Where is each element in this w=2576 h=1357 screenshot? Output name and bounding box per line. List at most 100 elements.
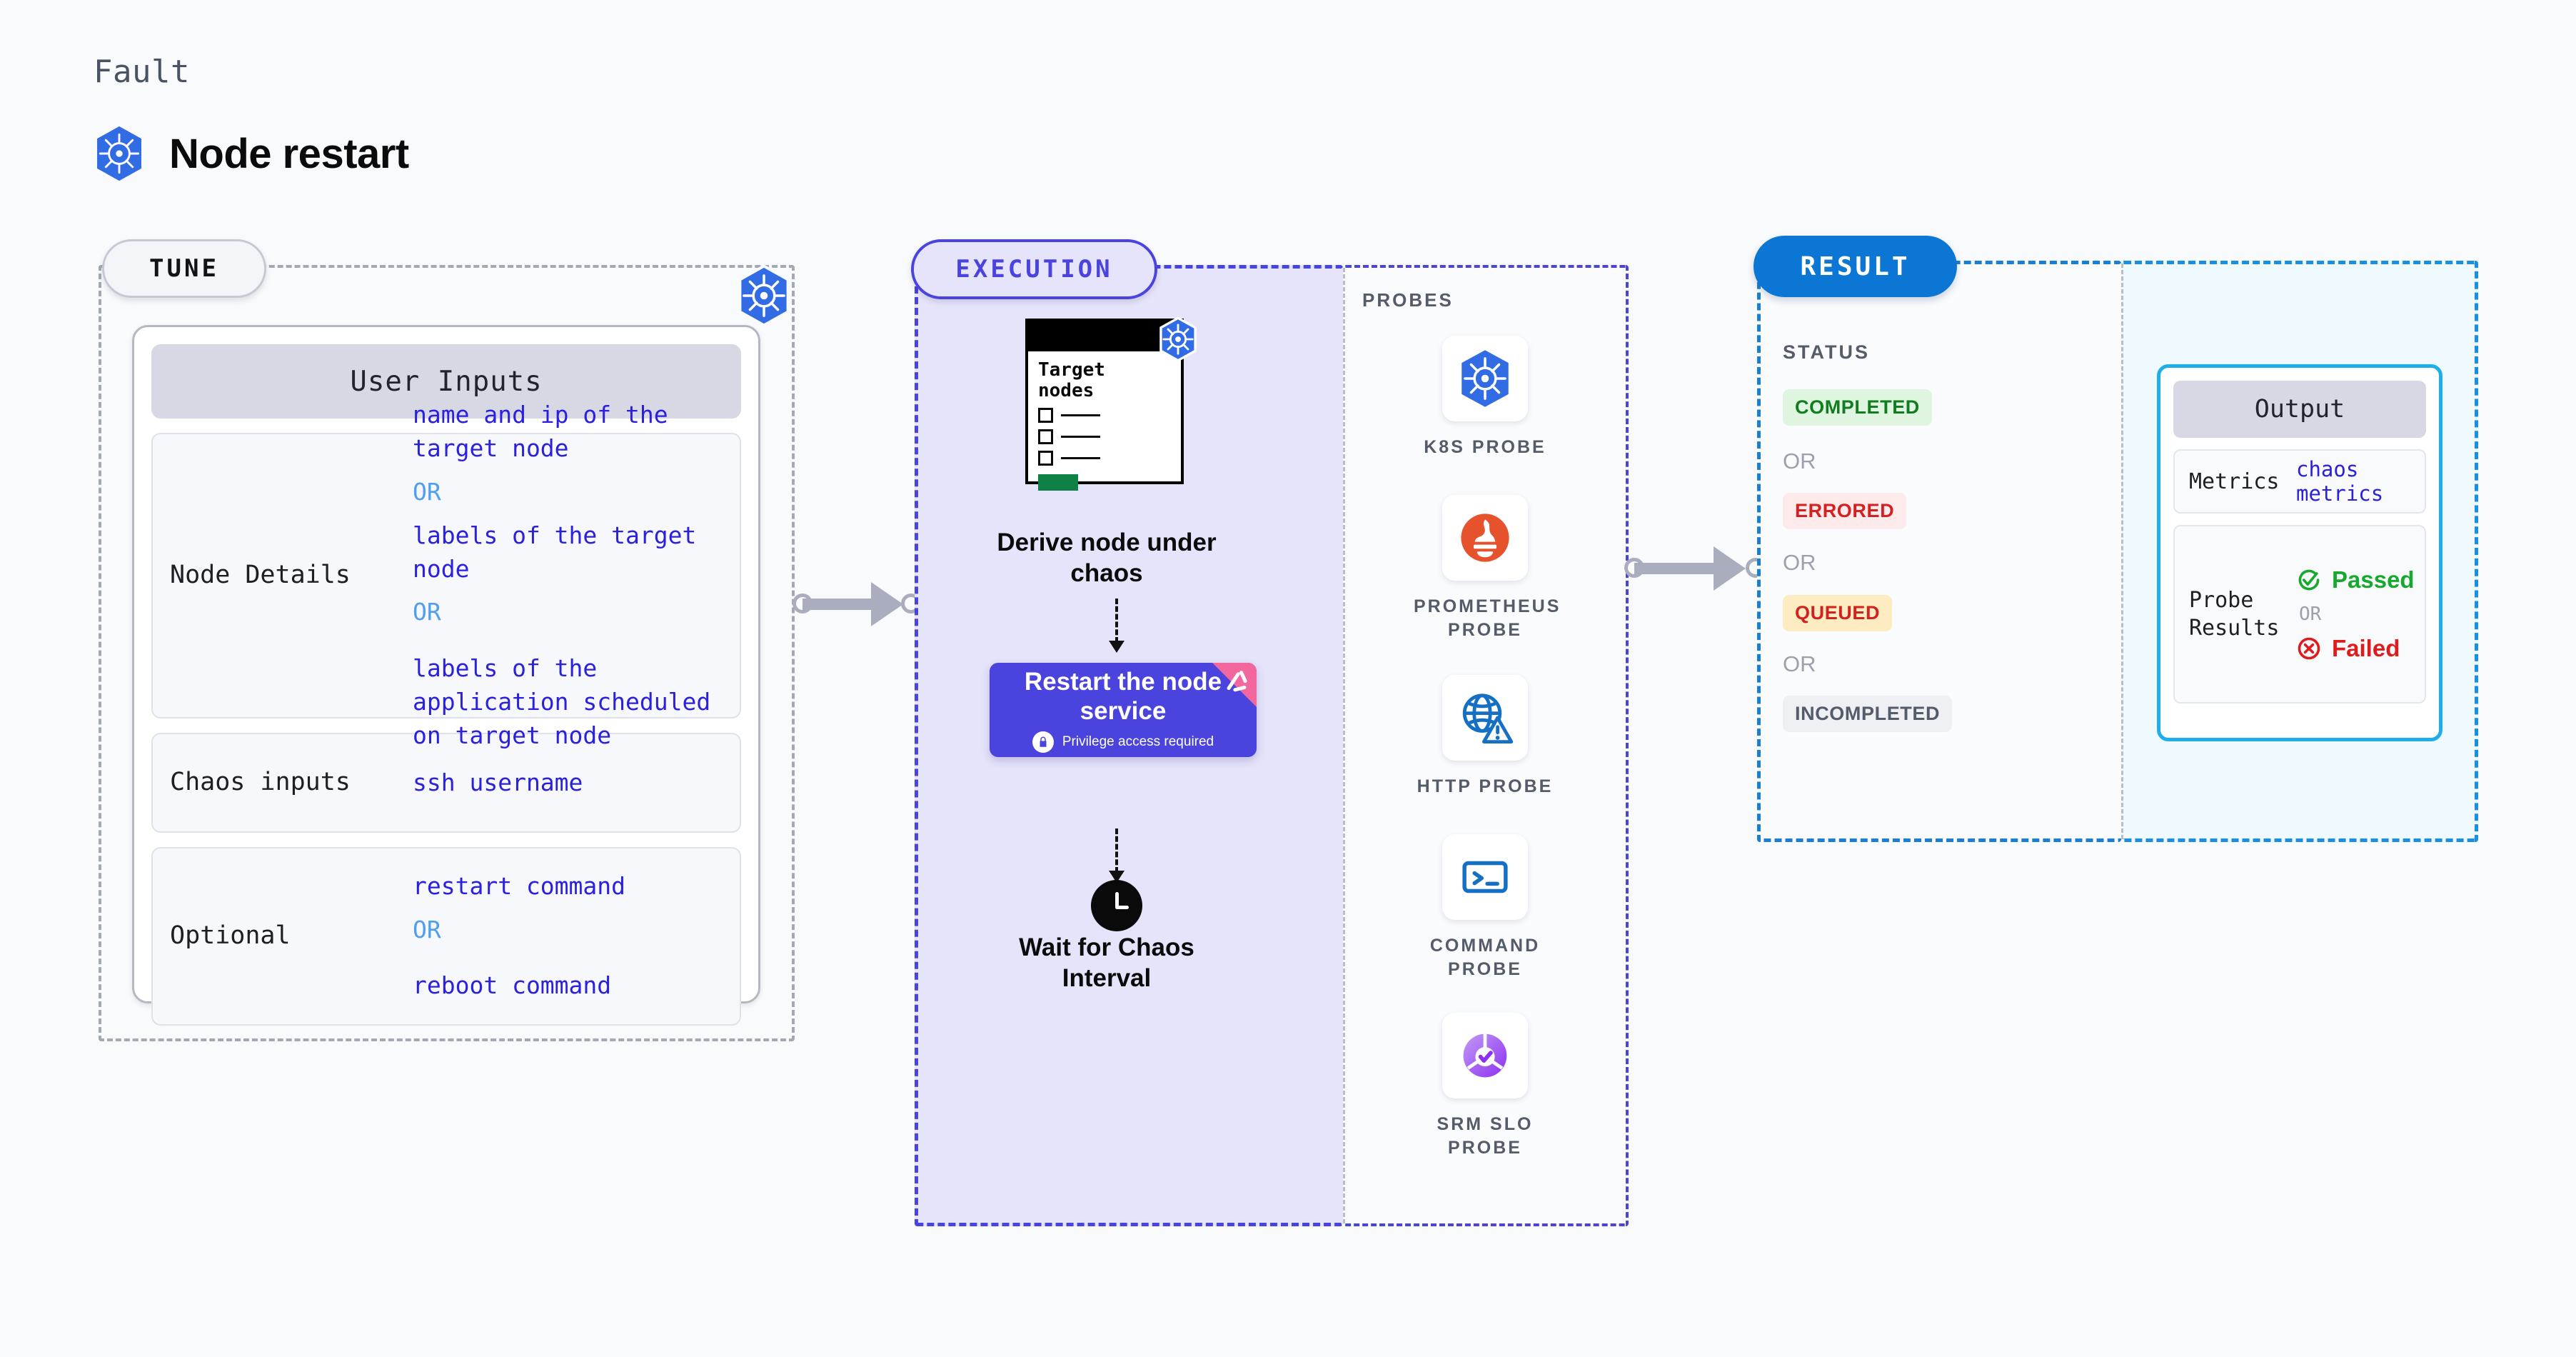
probe-label: PROMETHEUS PROBE: [1414, 596, 1561, 640]
or-label: OR: [413, 598, 441, 626]
row-label: Metrics: [2189, 469, 2280, 494]
node-details-value-1: name and ip of the target node: [413, 401, 668, 462]
tune-row-node-details: Node Details name and ip of the target n…: [151, 401, 741, 749]
probe-tile: [1442, 834, 1528, 920]
checkbox-icon: [1038, 408, 1053, 424]
row-values: restart command OR reboot command: [413, 870, 723, 1003]
clock-icon: [1091, 880, 1142, 931]
target-card-title-1: Target: [1038, 359, 1105, 381]
tune-row-chaos-inputs: Chaos inputs ssh username: [151, 733, 741, 833]
checkbox-row: [1038, 451, 1171, 466]
optional-value-1: restart command: [413, 871, 626, 900]
probe-command[interactable]: COMMAND PROBE: [1414, 834, 1556, 981]
row-values: name and ip of the target node OR labels…: [413, 399, 723, 753]
row-label: Chaos inputs: [170, 768, 351, 797]
probe-prometheus[interactable]: PROMETHEUS PROBE: [1414, 495, 1561, 641]
failed-label: Failed: [2332, 635, 2400, 661]
probe-k8s[interactable]: K8S PROBE: [1414, 336, 1556, 459]
output-row-probe-results: Probe Results Passed OR Faile: [2173, 525, 2426, 703]
probe-result-failed: Failed: [2296, 635, 2415, 662]
status-badge-queued: QUEUED: [1783, 595, 1893, 631]
lock-icon: [1032, 731, 1054, 753]
or-label: OR: [413, 915, 441, 943]
execution-step-3-caption: Wait for Chaos Interval: [1019, 933, 1194, 993]
row-label: Optional: [170, 921, 291, 951]
or-label: OR: [2299, 604, 2322, 625]
probe-label: HTTP PROBE: [1417, 776, 1554, 796]
chaos-ribbon: [1212, 663, 1257, 707]
node-details-value-2: labels of the target node: [413, 521, 697, 583]
restart-title: Restart the node service: [1024, 667, 1222, 725]
harness-chaos-icon: [1227, 671, 1247, 692]
tune-panel: [99, 265, 795, 1041]
probe-http[interactable]: HTTP PROBE: [1414, 675, 1556, 798]
checkbox-row: [1038, 429, 1171, 445]
stage-pill-tune[interactable]: TUNE: [102, 239, 266, 298]
chaos-inputs-value: ssh username: [413, 768, 583, 796]
selected-node-bar: [1038, 474, 1078, 491]
fault-label: Fault: [94, 54, 190, 90]
probe-label: SRM SLO PROBE: [1437, 1114, 1534, 1158]
output-title: Output: [2173, 381, 2426, 438]
or-label: OR: [1783, 449, 1816, 474]
stage-pill-result[interactable]: RESULT: [1754, 236, 1957, 297]
probe-tile: [1442, 495, 1528, 581]
srm-slo-donut-icon: [1463, 1033, 1507, 1078]
or-label: OR: [1783, 651, 1816, 676]
probe-label: K8S PROBE: [1424, 437, 1546, 457]
privilege-row: Privilege access required: [1032, 731, 1214, 753]
card-titlebar: [1028, 321, 1181, 351]
node-details-value-3: labels of the application scheduled on t…: [413, 654, 711, 750]
passed-label: Passed: [2332, 566, 2415, 593]
target-card-title-2: nodes: [1038, 380, 1095, 402]
user-inputs-card: User Inputs Node Details name and ip of …: [132, 325, 760, 1026]
kubernetes-icon: [1159, 317, 1197, 361]
or-label: OR: [1783, 550, 1816, 575]
optional-value-2: reboot command: [413, 971, 612, 1000]
status-badge-errored: ERRORED: [1783, 493, 1907, 529]
probe-tile: [1442, 336, 1528, 421]
status-badge-completed: COMPLETED: [1783, 389, 1932, 426]
or-label: OR: [413, 477, 441, 506]
probe-label: COMMAND PROBE: [1429, 936, 1541, 979]
panel-divider: [1343, 268, 1345, 1223]
execution-step-2: Restart the node service Privilege acces…: [990, 663, 1257, 757]
status-title: STATUS: [1783, 341, 1870, 363]
flow-arrow-down: [1109, 599, 1125, 653]
output-row-metrics: Metrics chaos metrics: [2173, 449, 2426, 514]
checkbox-icon: [1038, 429, 1053, 445]
prometheus-icon: [1461, 514, 1509, 562]
output-card: Output Metrics chaos metrics Probe Resul…: [2157, 364, 2442, 741]
kubernetes-icon: [738, 265, 790, 326]
probe-result-passed: Passed: [2296, 566, 2415, 594]
row-values: Passed OR Failed: [2296, 566, 2415, 662]
probe-tile: [1442, 1013, 1528, 1098]
kubernetes-icon: [97, 126, 141, 181]
probe-srm-slo[interactable]: SRM SLO PROBE: [1414, 1013, 1556, 1159]
status-badge-incompleted: INCOMPLETED: [1783, 696, 1953, 732]
row-label: Node Details: [170, 561, 351, 590]
panel-divider: [2121, 264, 2123, 839]
user-inputs-title: User Inputs: [151, 344, 741, 419]
kubernetes-icon: [1461, 350, 1509, 407]
stage-pill-execution[interactable]: EXECUTION: [911, 239, 1157, 299]
http-globe-warning-icon: [1462, 693, 1514, 743]
page-title-text: Node restart: [169, 130, 409, 177]
probe-tile: [1442, 675, 1528, 761]
privilege-note: Privilege access required: [1062, 734, 1214, 750]
metrics-value: chaos metrics: [2296, 457, 2384, 506]
check-circle-icon: [2298, 569, 2320, 591]
execution-step-1-caption: Derive node under chaos: [997, 529, 1217, 588]
connector-execution-to-result: [1624, 539, 1767, 596]
target-nodes-card: Target nodes: [1025, 319, 1184, 491]
flow-arrow-down: [1109, 828, 1125, 883]
checkbox-row: [1038, 408, 1171, 424]
terminal-icon: [1462, 861, 1508, 893]
checkbox-icon: [1038, 451, 1053, 466]
row-label: Probe Results: [2189, 588, 2280, 641]
x-circle-icon: [2298, 637, 2320, 660]
tune-row-optional: Optional restart command OR reboot comma…: [151, 847, 741, 1026]
page-title: Node restart: [94, 125, 409, 182]
connector-tune-to-execution: [793, 575, 921, 632]
